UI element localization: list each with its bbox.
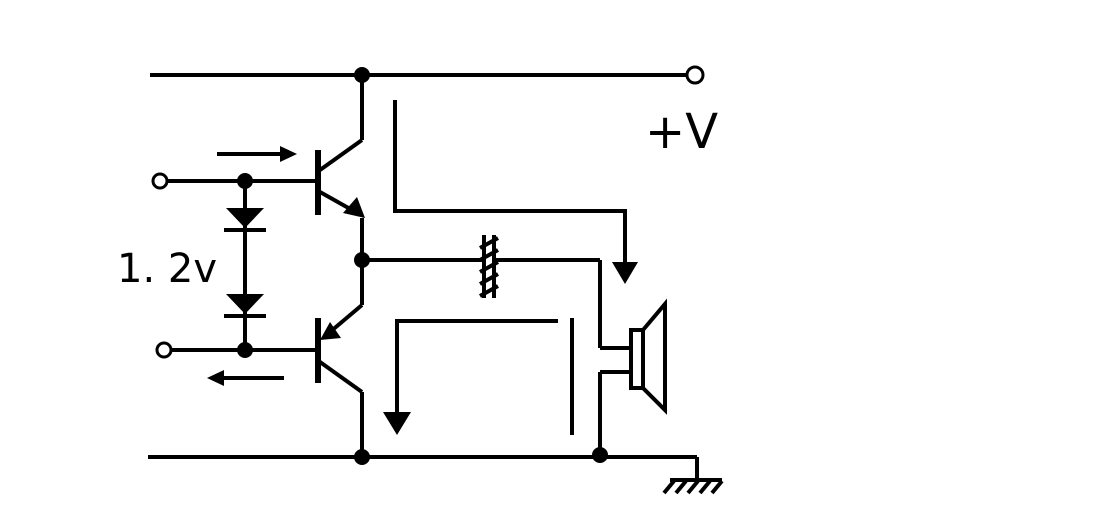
ground-symbol	[662, 457, 724, 495]
coupling-capacitor	[479, 235, 499, 298]
charge-current-arrow	[393, 100, 638, 284]
base-current-arrow-right	[217, 146, 297, 162]
bias-diode-lower	[224, 294, 266, 318]
bias-voltage-label: 1. 2v	[117, 246, 217, 292]
supply-voltage-label: +V	[645, 104, 718, 160]
bias-diode-upper	[224, 208, 266, 232]
speaker-icon	[629, 298, 667, 415]
upper-input-terminal	[151, 172, 169, 190]
junction-dot	[354, 449, 370, 465]
discharge-current-arrow	[383, 318, 574, 435]
junction-dot	[354, 67, 370, 83]
supply-terminal	[685, 65, 705, 85]
junction-dot	[592, 447, 608, 463]
junction-dot	[237, 173, 253, 189]
junction-dot	[237, 342, 253, 358]
junction-dot	[354, 252, 370, 268]
base-current-arrow-left	[207, 370, 284, 386]
npn-transistor-upper	[315, 138, 365, 218]
lower-input-terminal	[155, 341, 173, 359]
pnp-transistor-lower	[315, 303, 364, 394]
